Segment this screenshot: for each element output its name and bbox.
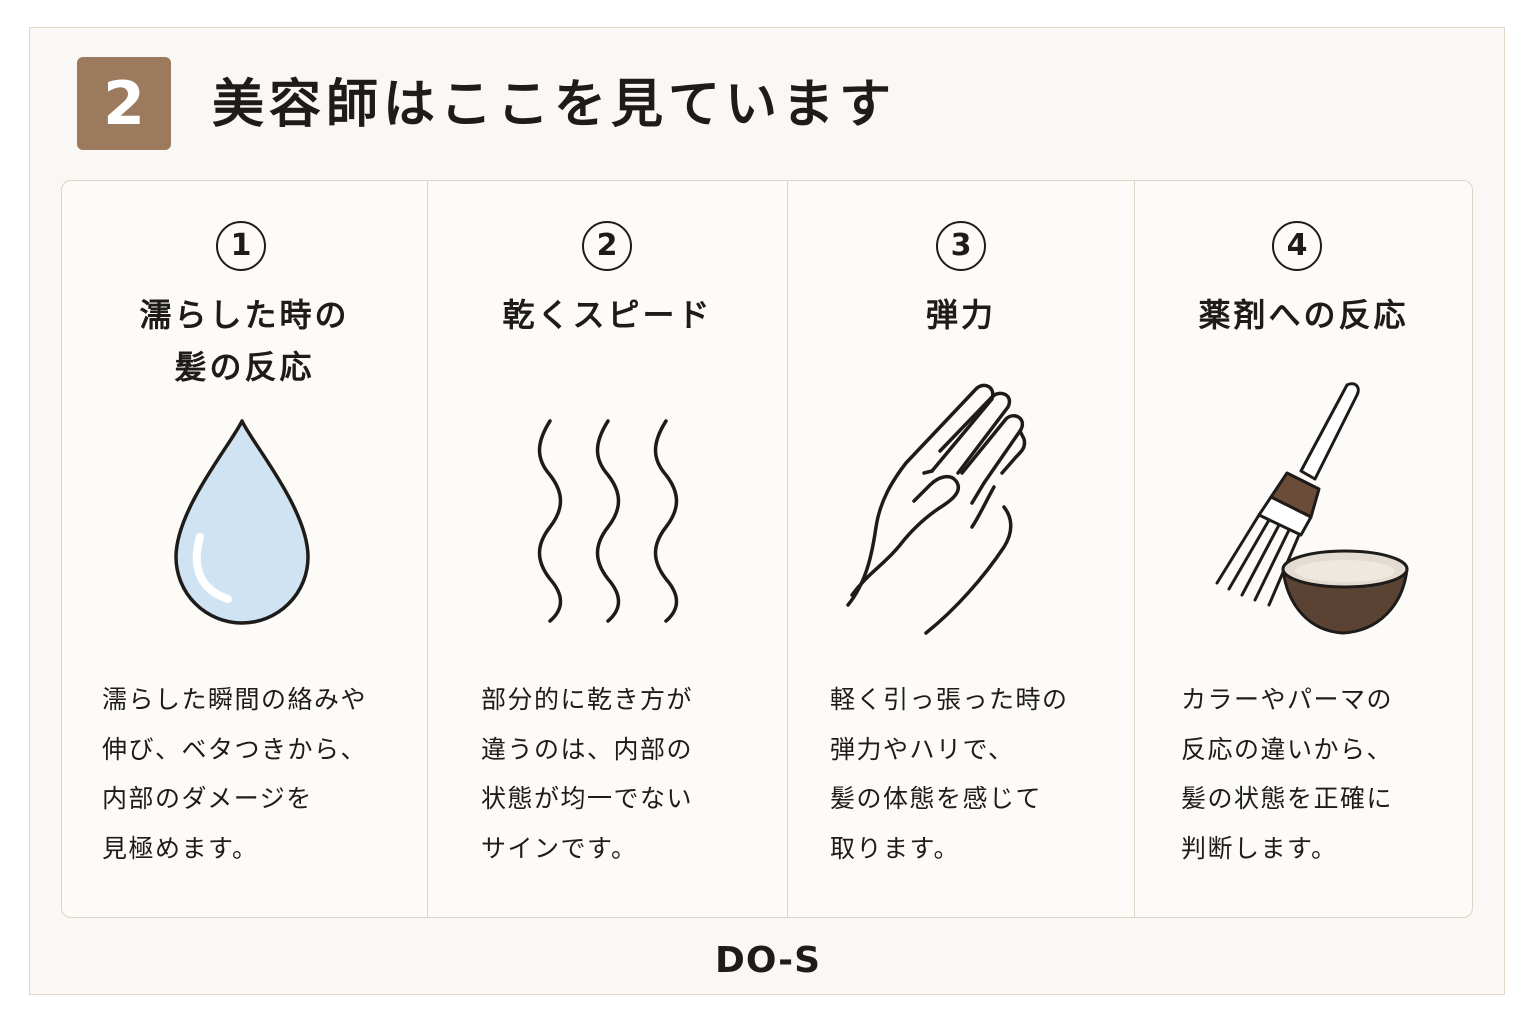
description-line: 違うのは、内部の: [481, 734, 694, 764]
column-divider: [1134, 181, 1135, 917]
step-number: 2: [103, 68, 145, 139]
checkpoint-description: 濡らした瞬間の絡みや 伸び、ベタつきから、 内部のダメージを 見極めます。: [102, 675, 367, 873]
checkpoint-title-line: 濡らした時の: [139, 296, 350, 334]
description-line: 髪の状態を正確に: [1181, 784, 1394, 813]
column-divider: [787, 181, 788, 917]
description-line: 濡らした瞬間の絡みや: [102, 685, 368, 714]
description-line: 軽く引っ張った時の: [830, 685, 1069, 714]
checkpoint-number: 1: [216, 221, 266, 271]
checkpoint-drying-speed: 2 乾くスピード 部分的に乾き方が 違うのは、内部の 状態が均一でない サインで…: [428, 181, 787, 917]
description-line: 反応の違いから、: [1181, 734, 1394, 764]
checkpoint-wet-reaction: 1 濡らした時の 髪の反応 濡らした瞬間の絡みや 伸び、ベタつきから、 内部のダ…: [62, 181, 427, 917]
description-line: サインです。: [481, 833, 638, 863]
description-line: 伸び、ベタつきから、: [102, 734, 368, 764]
description-line: 判断します。: [1181, 833, 1338, 863]
water-drop-icon: [174, 419, 310, 625]
checkpoint-elasticity: 3 弾力 軽く引っ張った時の 弾力やハリで、 髪の体態を感じて 取ります。: [788, 181, 1134, 917]
description-line: 部分的に乾き方が: [481, 685, 694, 714]
description-line: カラーやパーマの: [1181, 685, 1394, 714]
hand-icon: [846, 383, 1027, 635]
description-line: 取ります。: [830, 833, 961, 863]
checkpoint-number: 2: [582, 221, 632, 271]
checkpoint-title: 弾力: [788, 289, 1134, 341]
brush-and-bowl-icon: [1215, 382, 1409, 635]
page-title: 美容師はここを見ています: [212, 75, 897, 135]
brand-logo-text: DO-S: [714, 940, 822, 981]
checkpoint-description: 軽く引っ張った時の 弾力やハリで、 髪の体態を感じて 取ります。: [830, 675, 1069, 873]
steam-waves-icon: [537, 419, 679, 623]
checkpoint-title: 薬剤への反応: [1135, 289, 1472, 341]
checkpoint-title-line: 弾力: [925, 296, 996, 334]
description-line: 見極めます。: [102, 833, 259, 863]
checkpoint-description: カラーやパーマの 反応の違いから、 髪の状態を正確に 判断します。: [1181, 675, 1393, 873]
checkpoint-number: 4: [1272, 221, 1322, 271]
checkpoint-description: 部分的に乾き方が 違うのは、内部の 状態が均一でない サインです。: [481, 675, 693, 873]
checkpoint-title: 乾くスピード: [428, 289, 787, 341]
description-line: 状態が均一でない: [481, 784, 694, 813]
description-line: 髪の体態を感じて: [830, 784, 1043, 813]
checkpoint-title-line: 薬剤への反応: [1198, 296, 1409, 334]
description-line: 弾力やハリで、: [830, 734, 1015, 764]
checkpoint-title-line: 髪の反応: [174, 348, 315, 386]
checkpoint-number: 3: [936, 221, 986, 271]
description-line: 内部のダメージを: [102, 784, 313, 813]
checkpoint-title: 濡らした時の 髪の反応: [62, 289, 427, 393]
step-number-badge: 2: [77, 57, 171, 150]
checkpoint-title-line: 乾くスピード: [502, 296, 713, 334]
checkpoint-chemical-reaction: 4 薬剤への反応 カラーやパーマの 反応の違いから、 髪の状態を正確に 判断しま…: [1135, 181, 1472, 917]
column-divider: [427, 181, 428, 917]
